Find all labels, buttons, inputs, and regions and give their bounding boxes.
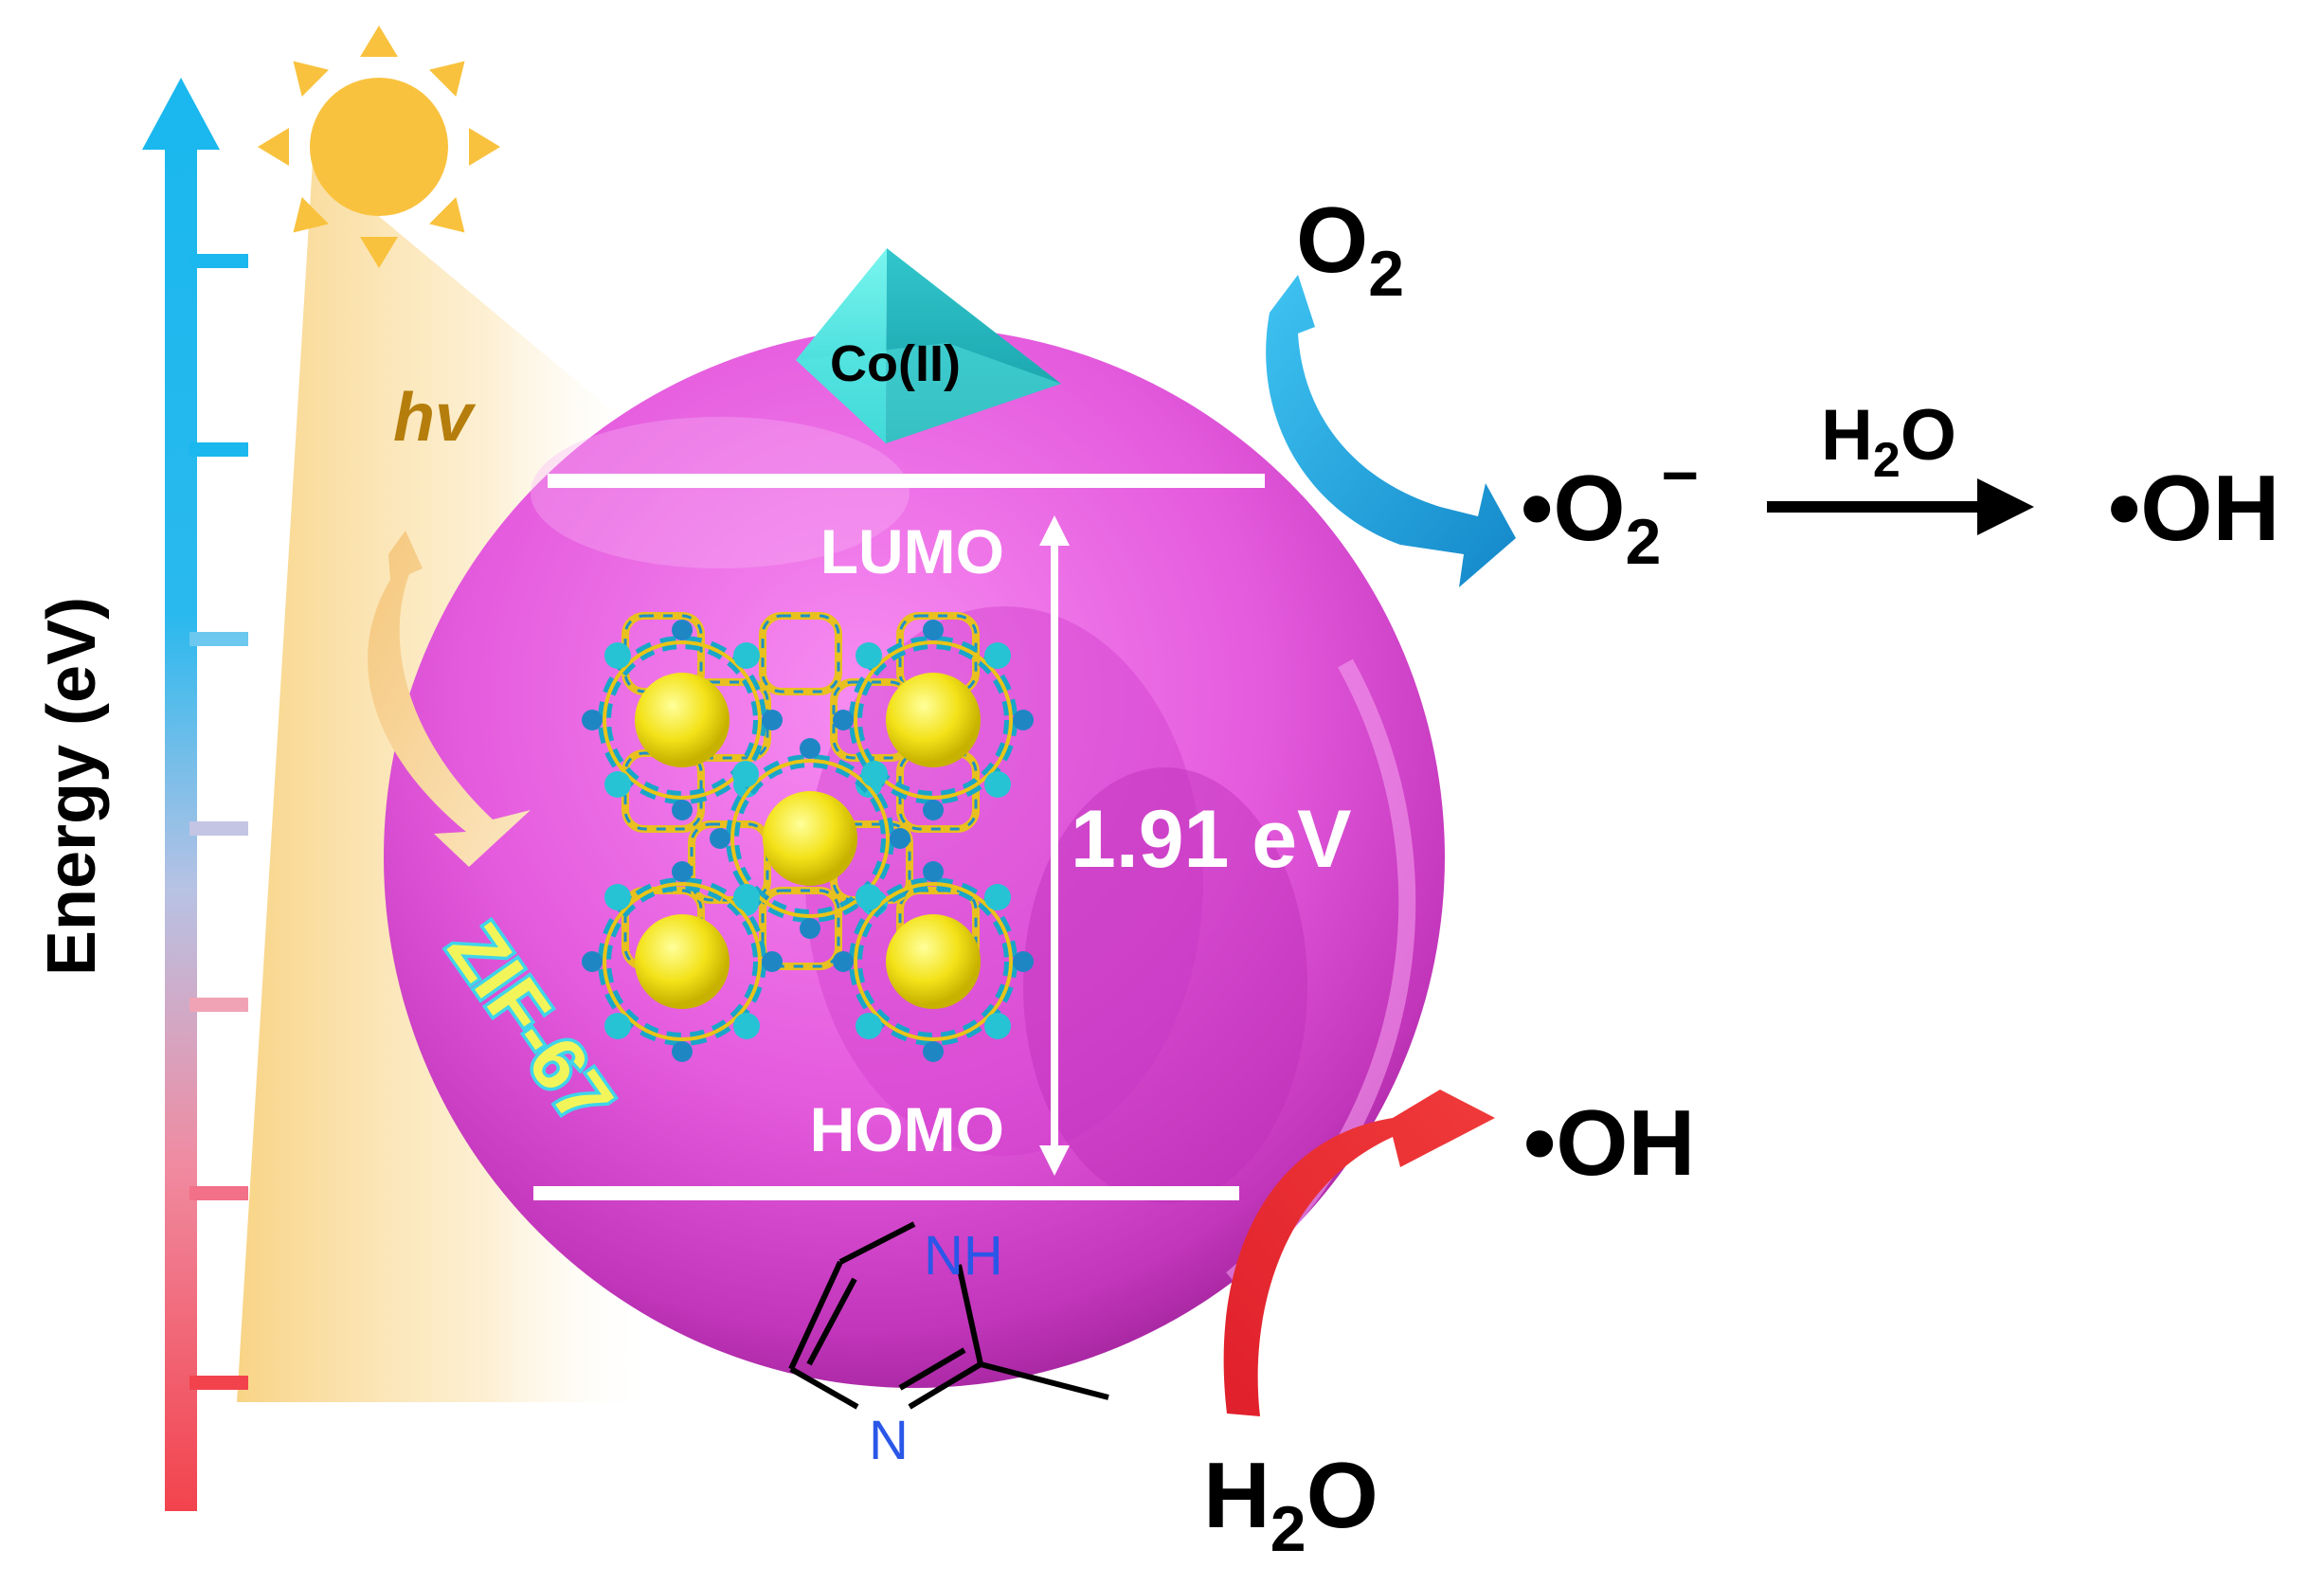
photon-label: hv — [393, 380, 477, 456]
nh-atom-label: NH — [924, 1225, 1003, 1287]
curved-arrow-icon — [368, 531, 531, 867]
axis-tick — [189, 254, 248, 268]
axis-tick — [189, 1376, 248, 1390]
superoxide-product: •O2− — [1521, 440, 1699, 578]
energy-axis-label: Energy (eV) — [34, 597, 110, 976]
axis-tick — [189, 998, 248, 1012]
co-node-label: Co(II) — [830, 335, 961, 392]
axis-tick — [189, 442, 248, 457]
superoxide-charge: − — [1661, 440, 1699, 512]
o2-symbol: O — [1296, 188, 1368, 292]
h2o-reactant-o: O — [1306, 1443, 1378, 1547]
hydroxyl-product-bottom: •OH — [1523, 1090, 1695, 1195]
superoxide-subscript: 2 — [1626, 506, 1662, 578]
svg-text:O2: O2 — [1296, 188, 1404, 310]
o2-subscript: 2 — [1368, 238, 1404, 310]
sun-icon — [258, 26, 500, 268]
axis-tick — [189, 1186, 248, 1200]
h2o-conversion-o: O — [1901, 395, 1956, 476]
h2o-conversion-h: H — [1821, 395, 1873, 476]
lumo-level — [548, 474, 1265, 488]
co-node-icon: Co(II) — [796, 248, 1061, 443]
axis-tick — [189, 821, 248, 836]
curved-arrow-icon — [1223, 1090, 1495, 1416]
curved-arrow-icon — [1266, 275, 1516, 587]
hydroxyl-product-top: •OH — [2108, 456, 2279, 560]
homo-label: HOMO — [810, 1094, 1004, 1164]
energy-axis-arrowhead — [142, 78, 220, 150]
radical-dot: • — [1521, 456, 1553, 560]
svg-text:•O2−: •O2− — [1521, 440, 1699, 578]
o2-reactant: O2 — [1296, 188, 1404, 310]
h2o-conversion-label: H2O — [1821, 395, 1956, 488]
axis-tick — [189, 632, 248, 646]
superoxide-symbol: O — [1553, 456, 1625, 560]
homo-level — [533, 1186, 1239, 1200]
h2o-reactant: H2O — [1203, 1443, 1378, 1565]
energy-axis: Energy (eV) — [34, 78, 248, 1511]
lumo-label: LUMO — [820, 516, 1004, 586]
n-atom-label: N — [869, 1410, 909, 1471]
h2o-reactant-sub: 2 — [1270, 1493, 1306, 1565]
zif67-particle — [384, 327, 1445, 1388]
band-gap-label: 1.91 eV — [1071, 794, 1351, 885]
2-methylimidazole-icon — [788, 1221, 1109, 1410]
h2o-conversion-sub: 2 — [1873, 433, 1901, 488]
h2o-reactant-h: H — [1203, 1443, 1270, 1547]
